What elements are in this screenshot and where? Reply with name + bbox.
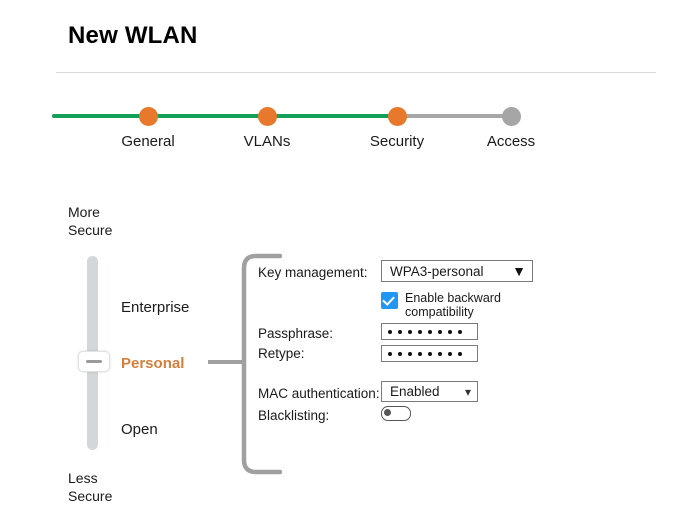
checkbox-backward-compatibility[interactable] [381,292,398,309]
masked-dot [458,351,462,356]
chevron-down-icon: ▼ [512,263,526,279]
masked-dot [398,351,402,356]
less-secure-label: Less Secure [68,470,113,504]
label-backward-compatibility: Enable backward compatibility [405,291,501,319]
chevron-down-icon: ▾ [464,384,471,399]
stepper-track-completed [52,114,399,118]
field-backward-compatibility[interactable]: Enable backward compatibility [381,291,501,319]
masked-dot [438,351,442,356]
field-key-management: Key management: [258,265,368,280]
slider-grip-icon [86,360,102,363]
wizard-stepper: General VLANs Security Access [52,100,572,160]
masked-dot [448,351,452,356]
field-blacklisting: Blacklisting: [258,408,329,423]
check-icon [382,293,395,306]
step-dot-access [501,107,521,126]
toggle-knob [384,409,391,416]
slider-to-panel-connector [208,360,246,364]
masked-dot [428,351,432,356]
label-mac-authentication: MAC authentication: [258,386,380,401]
step-dot-vlans [257,107,277,126]
step-vlans[interactable]: VLANs [222,100,312,150]
masked-dot [428,329,432,334]
step-access[interactable]: Access [466,100,556,150]
toggle-blacklisting[interactable] [381,406,411,421]
step-general[interactable]: General [103,100,193,150]
masked-dot [438,329,442,334]
step-label-general: General [121,133,175,150]
label-key-management: Key management: [258,265,368,280]
security-option-enterprise[interactable]: Enterprise [121,299,190,316]
select-mac-authentication-value: Enabled [390,384,440,399]
masked-dot [408,329,412,334]
select-mac-authentication[interactable]: Enabled ▾ [381,381,478,402]
label-blacklisting: Blacklisting: [258,408,330,423]
security-slider-thumb[interactable] [78,351,110,372]
field-passphrase: Passphrase: [258,326,333,341]
more-secure-label: More Secure [68,204,113,238]
masked-dot [388,351,392,356]
masked-dot [418,351,422,356]
input-passphrase[interactable] [381,323,478,340]
input-retype[interactable] [381,345,478,362]
step-security[interactable]: Security [352,100,442,150]
step-label-security: Security [369,133,425,150]
masked-dot [458,329,462,334]
masked-dot [398,329,402,334]
step-label-access: Access [486,133,536,150]
label-passphrase: Passphrase: [258,326,334,341]
page-title: New WLAN [68,22,198,49]
select-key-management-value: WPA3-personal [390,263,484,279]
label-retype: Retype: [258,346,305,361]
masked-dot [388,329,392,334]
field-mac-authentication: MAC authentication: [258,386,380,401]
step-dot-security [387,107,407,126]
step-label-vlans: VLANs [243,133,291,150]
panel-bracket [238,252,284,476]
header-divider [56,72,656,73]
masked-dot [418,329,422,334]
step-dot-general [138,107,158,126]
field-retype: Retype: [258,346,305,361]
security-option-open[interactable]: Open [121,421,158,438]
masked-dot [408,351,412,356]
security-option-personal[interactable]: Personal [121,355,185,372]
masked-dot [448,329,452,334]
select-key-management[interactable]: WPA3-personal ▼ [381,260,533,282]
